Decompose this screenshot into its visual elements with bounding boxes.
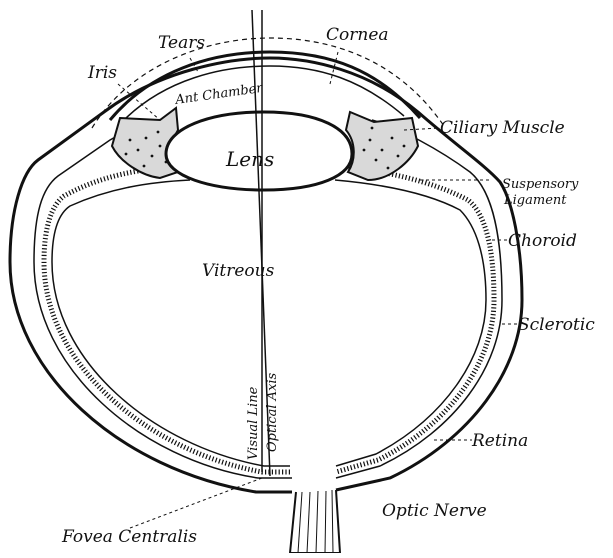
label-cornea: Cornea: [326, 25, 389, 45]
label-ant-chamber: Ant Chamber: [173, 81, 264, 108]
label-choroid: Choroid: [508, 231, 577, 251]
choroid-band-right: [335, 166, 494, 472]
label-ligament: Ligament: [503, 193, 567, 208]
label-sclerotic: Sclerotic: [518, 315, 595, 335]
label-ciliary-muscle: Ciliary Muscle: [440, 118, 565, 138]
label-lens: Lens: [225, 147, 274, 171]
label-optic-nerve: Optic Nerve: [382, 501, 487, 521]
label-optical-axis: Optical Axis: [265, 372, 280, 452]
label-retina: Retina: [471, 431, 528, 451]
label-vitreous: Vitreous: [202, 261, 275, 281]
label-visual-line: Visual Line: [246, 386, 261, 460]
label-tears: Tears: [158, 33, 205, 53]
retina-layer-right: [335, 180, 486, 466]
label-fovea-centralis: Fovea Centralis: [61, 527, 197, 547]
iris-ciliary-right: [346, 112, 418, 180]
label-suspensory: Suspensory: [502, 177, 579, 192]
label-iris: Iris: [87, 63, 117, 83]
